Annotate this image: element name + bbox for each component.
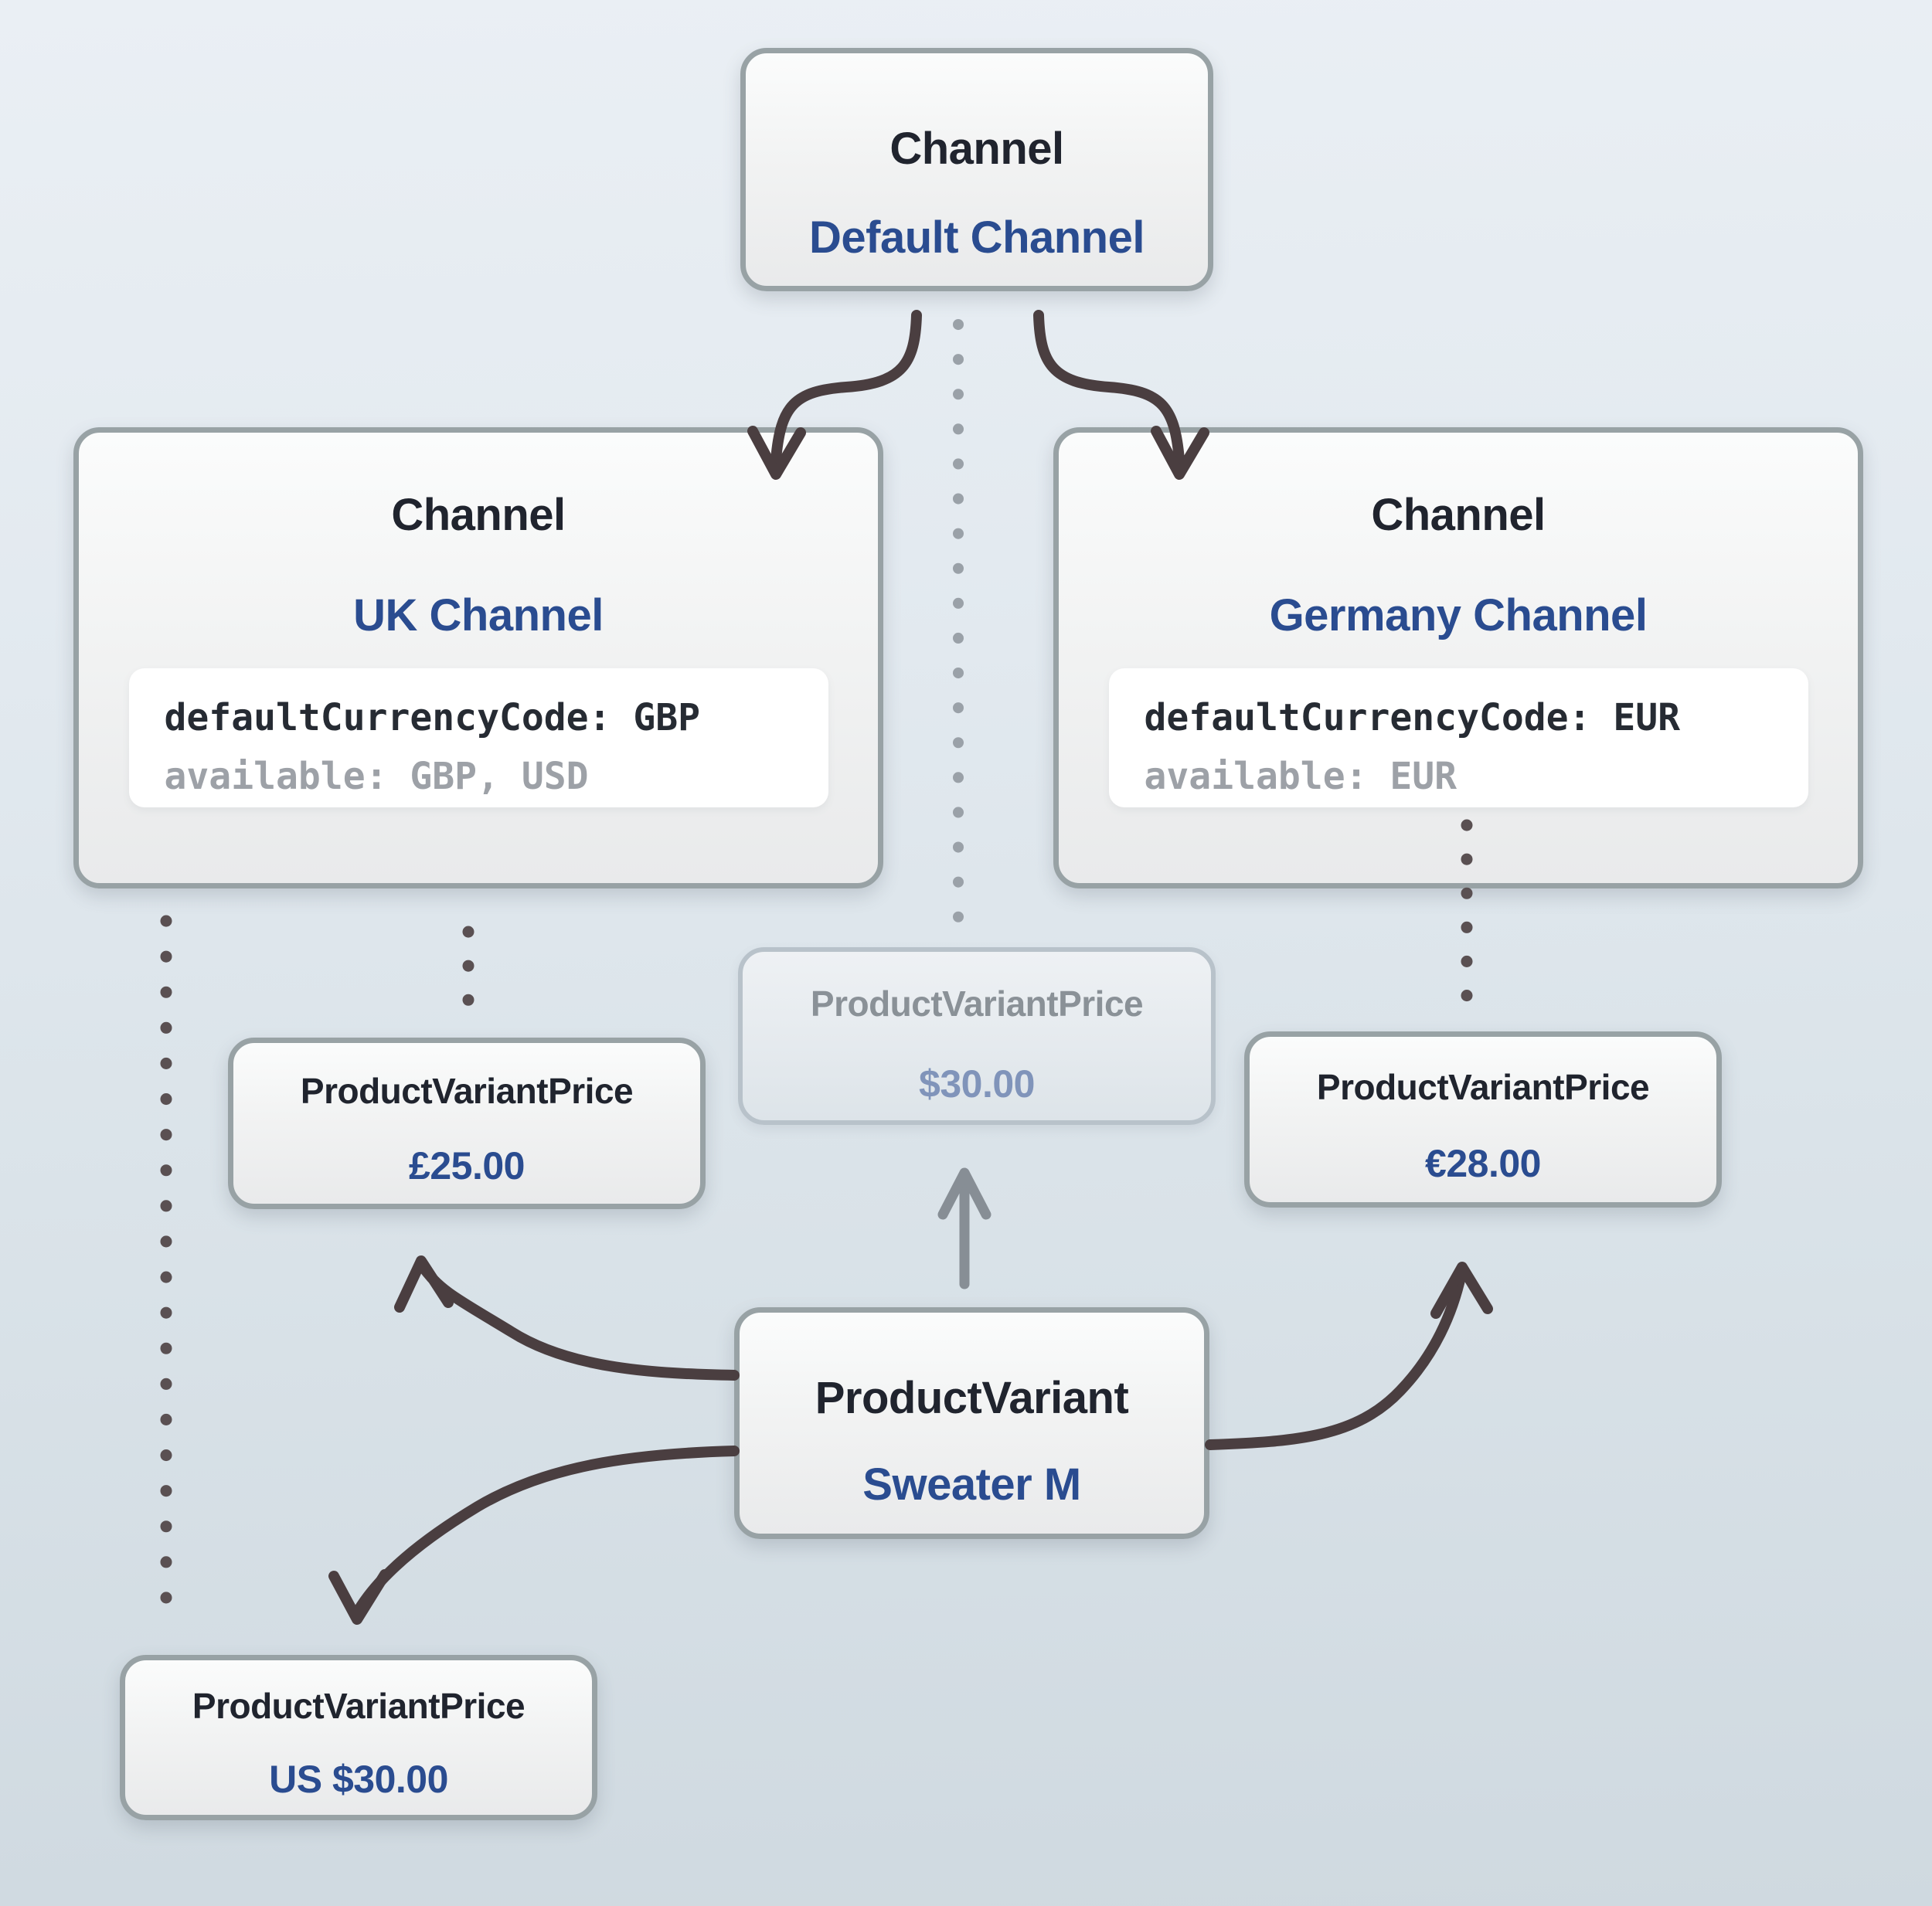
node-product-variant: ProductVariant Sweater M (734, 1307, 1209, 1539)
arrow-product-variant-to-germany-price (1205, 1262, 1493, 1450)
arrow-product-variant-to-uk-price (394, 1255, 740, 1381)
currency-code-panel: defaultCurrencyCode: EUR available: EUR (1108, 668, 1808, 807)
node-type-label: ProductVariant (815, 1373, 1129, 1423)
node-entity-name: Default Channel (809, 212, 1145, 263)
node-entity-name: Sweater M (862, 1459, 1081, 1510)
node-germany-channel: Channel Germany Channel defaultCurrencyC… (1053, 427, 1863, 888)
node-uk-channel: Channel UK Channel defaultCurrencyCode: … (73, 427, 883, 888)
node-price-value: €28.00 (1425, 1142, 1541, 1185)
arrow-product-variant-to-default-price (937, 1167, 992, 1289)
available-currencies-line: available: GBP, USD (164, 755, 589, 798)
node-type-label: ProductVariantPrice (300, 1071, 634, 1111)
default-currency-line: defaultCurrencyCode: GBP (164, 696, 701, 739)
node-germany-price: ProductVariantPrice €28.00 (1244, 1031, 1722, 1208)
node-price-value: £25.00 (409, 1144, 525, 1187)
node-type-label: Channel (391, 490, 566, 540)
node-type-label: ProductVariantPrice (1316, 1067, 1650, 1107)
node-type-label: Channel (889, 124, 1064, 174)
node-type-label: ProductVariantPrice (810, 984, 1144, 1024)
node-default-channel-price: ProductVariantPrice $30.00 (738, 947, 1216, 1125)
node-price-value: $30.00 (919, 1062, 1035, 1106)
node-us-price: ProductVariantPrice US $30.00 (120, 1655, 597, 1820)
arrow-product-variant-to-us-price (328, 1446, 740, 1625)
node-type-label: Channel (1371, 490, 1546, 540)
node-entity-name: UK Channel (353, 590, 604, 640)
node-entity-name: Germany Channel (1269, 590, 1648, 640)
node-default-channel: Channel Default Channel (740, 48, 1213, 291)
node-type-label: ProductVariantPrice (192, 1686, 526, 1726)
node-uk-price: ProductVariantPrice £25.00 (228, 1038, 706, 1209)
default-currency-line: defaultCurrencyCode: EUR (1144, 696, 1681, 739)
available-currencies-line: available: EUR (1144, 755, 1458, 798)
currency-code-panel: defaultCurrencyCode: GBP available: GBP,… (128, 668, 828, 807)
node-price-value: US $30.00 (269, 1758, 448, 1801)
